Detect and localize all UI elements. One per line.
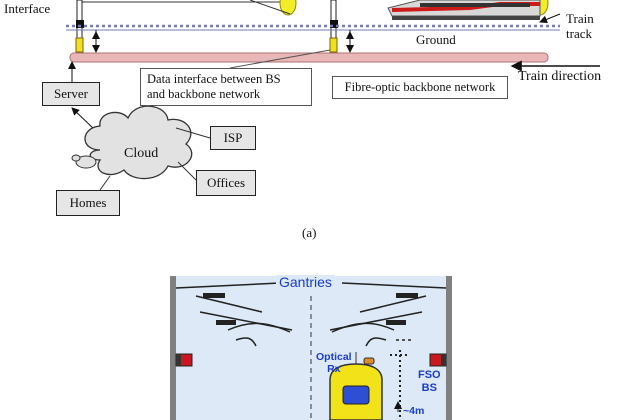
fso-emitter-icon: [175, 353, 447, 367]
train-icon: [387, 0, 541, 20]
interface-node-right: [330, 20, 338, 28]
fibre-backbone: [69, 52, 549, 63]
data-interface-yellow-left: [75, 37, 84, 53]
offices-box: Offices: [196, 170, 256, 196]
optical-rx-line1: Optical: [316, 351, 352, 363]
fso-bs-line2: BS: [421, 382, 437, 394]
caption-a: (a): [302, 225, 317, 240]
data-interface-note-line1: Data interface between BS: [147, 72, 281, 86]
optical-rx-line2: Rx: [327, 363, 341, 375]
train-track-label-1: Train: [566, 11, 594, 26]
fibre-label: Fibre-optic backbone network: [332, 76, 508, 99]
data-interface-note: Data interface between BS and backbone n…: [140, 68, 312, 106]
train-track-label-2: track: [566, 26, 592, 41]
height-label: ~4m: [403, 405, 425, 417]
ground-label: Ground: [416, 32, 456, 47]
homes-box: Homes: [56, 190, 120, 216]
isp-box: ISP: [210, 126, 256, 150]
cloud-label: Cloud: [124, 146, 159, 161]
train-direction-label: Train direction: [518, 69, 602, 84]
fso-lens-left: [279, 0, 297, 16]
gantries-label: Gantries: [276, 275, 335, 289]
fso-bs-line1: FSO: [418, 369, 441, 381]
server-box: Server: [42, 82, 100, 106]
data-interface-yellow: [329, 37, 338, 53]
fso-bs-label: FSO BS: [418, 369, 441, 395]
beam-line: [249, 0, 291, 15]
train-front: [329, 352, 383, 420]
interface-node-left: [76, 20, 84, 28]
cloud-icon: [71, 105, 193, 180]
gantry-wire-icon: [175, 282, 447, 347]
optical-rx-label: Optical Rx: [316, 351, 352, 375]
interface-label: Interface: [4, 1, 51, 16]
data-interface-note-line2: and backbone network: [147, 87, 261, 101]
